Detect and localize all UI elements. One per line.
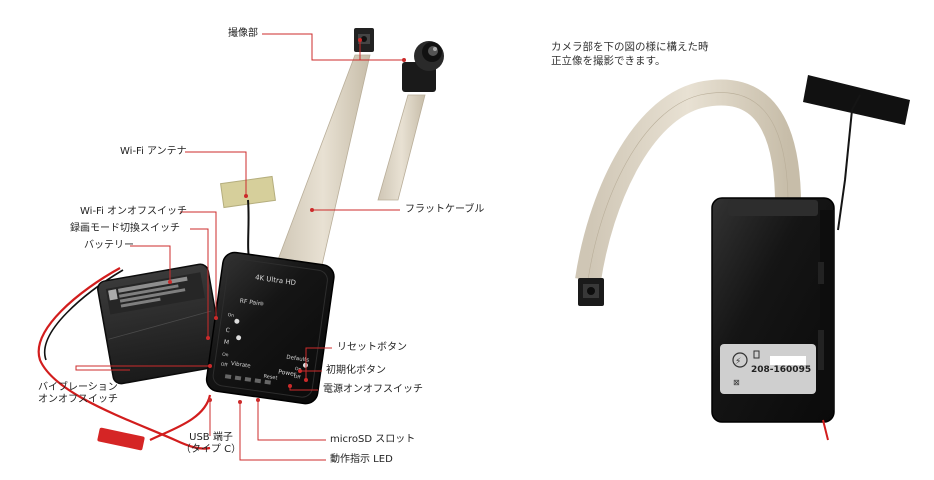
svg-text:⊠: ⊠ bbox=[733, 378, 740, 387]
svg-text:C: C bbox=[225, 327, 230, 335]
device-body-right: ⚡ 208-160095 ⊠ bbox=[711, 197, 835, 441]
label-battery: バッテリー bbox=[84, 240, 134, 251]
label-power-switch: 電源オンオフスイッチ bbox=[323, 384, 423, 395]
label-wifi-switch: Wi-Fi オンオフスイッチ bbox=[80, 206, 188, 217]
label-init-button: 初期化ボタン bbox=[326, 365, 386, 376]
flat-cable-right bbox=[377, 94, 426, 201]
svg-text:⚡: ⚡ bbox=[735, 357, 741, 367]
device-body-left: 4K Ultra HD RF Pair On C M On Off Vibrat… bbox=[205, 251, 335, 405]
camera-module-small bbox=[354, 28, 374, 52]
leader-lines-left bbox=[75, 33, 406, 461]
lens-module bbox=[402, 41, 444, 92]
label-microsd-slot: microSD スロット bbox=[330, 434, 416, 445]
camera-module-right bbox=[578, 278, 604, 306]
label-camera-unit: 撮像部 bbox=[228, 28, 258, 39]
svg-text:On: On bbox=[294, 366, 301, 373]
rf-pair-text: RF Pair bbox=[239, 298, 261, 308]
jst-connector bbox=[97, 427, 145, 451]
flat-cable-left bbox=[275, 54, 371, 266]
svg-text:Off: Off bbox=[220, 362, 228, 369]
battery-wire bbox=[37, 267, 211, 450]
power-text: Power bbox=[278, 369, 297, 379]
cert-number: 208-160095 bbox=[751, 365, 811, 375]
defaults-text: Defaults bbox=[286, 355, 310, 364]
label-usb-port: USB 端子 （タイプ C） bbox=[180, 432, 242, 455]
label-mode-switch: 録画モード切換スイッチ bbox=[70, 223, 180, 234]
vibrate-text: Vibrate bbox=[230, 361, 251, 370]
svg-text:On: On bbox=[227, 312, 234, 319]
svg-text:On: On bbox=[222, 352, 229, 359]
antenna-wire bbox=[247, 199, 251, 263]
label-flat-cable: フラットケーブル bbox=[405, 204, 485, 215]
reset-text: Reset bbox=[263, 374, 278, 382]
svg-text:M: M bbox=[223, 339, 229, 347]
orientation-caption: カメラ部を下の図の様に構えた時 正立像を撮影できます。 bbox=[551, 41, 709, 67]
battery-pack bbox=[97, 263, 225, 385]
label-wifi-antenna: Wi-Fi アンテナ bbox=[120, 146, 187, 157]
label-status-led: 動作指示 LED bbox=[330, 454, 393, 465]
svg-text:Off: Off bbox=[293, 374, 301, 381]
label-vibration-switch: バイブレーション オンオフスイッチ bbox=[38, 382, 118, 405]
antenna-flag-right bbox=[803, 75, 910, 231]
label-reset-button: リセットボタン bbox=[337, 342, 407, 353]
